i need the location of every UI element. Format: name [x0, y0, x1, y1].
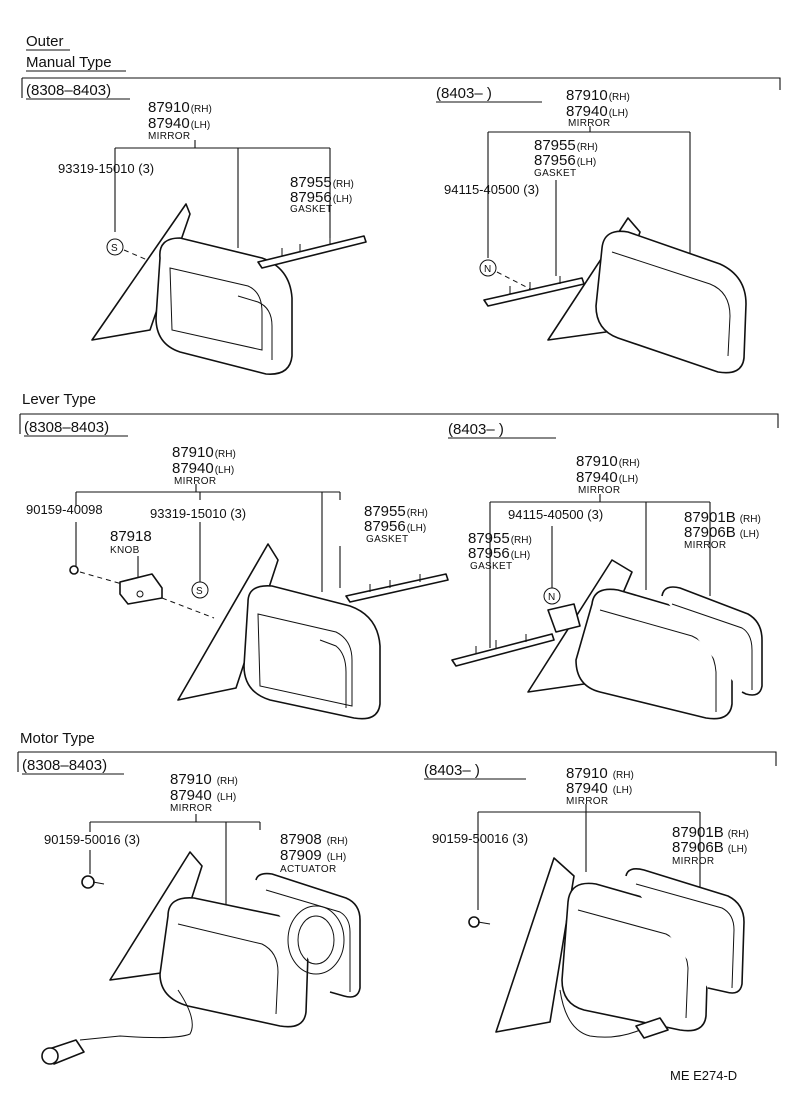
svg-text:MIRROR: MIRROR [568, 118, 610, 129]
range-manual-early: (8308–8403) [26, 82, 111, 99]
svg-text:87918: 87918 [110, 528, 152, 545]
svg-text:87956(LH): 87956(LH) [468, 545, 530, 562]
svg-text:87940(LH): 87940(LH) [566, 780, 632, 797]
callout-mirror2-lever-late: 87901B(RH) 87906B(LH) MIRROR [684, 509, 761, 551]
svg-text:MIRROR: MIRROR [672, 856, 714, 867]
callout-mirror-lever-early: 87910(RH) 87940(LH) MIRROR [172, 444, 236, 487]
screw-icon-lever-early [69, 565, 79, 575]
gasket-lever-late [451, 633, 555, 667]
svg-text:MIRROR: MIRROR [566, 796, 608, 807]
label-screw-94115-manual: 94115-40500 (3) [444, 182, 539, 197]
svg-text:87955(RH): 87955(RH) [534, 137, 598, 154]
knob-part [119, 573, 163, 605]
callout-gasket-manual-early: 87955(RH) 87956(LH) GASKET [290, 174, 354, 215]
svg-text:87940(LH): 87940(LH) [170, 787, 236, 804]
callout-mirror-manual-late: 87910(RH) 87940(LH) MIRROR [566, 87, 630, 129]
label-screw-90159-50016-early: 90159-50016 (3) [44, 832, 140, 847]
svg-text:87955(RH): 87955(RH) [290, 174, 354, 191]
callout-knob: 87918 KNOB [110, 528, 152, 556]
svg-text:87910(RH): 87910(RH) [576, 453, 640, 470]
symbol-n-lever: N [543, 587, 561, 605]
mirror-assembly-manual-early [91, 203, 293, 375]
svg-text:MIRROR: MIRROR [174, 476, 216, 487]
svg-text:GASKET: GASKET [290, 204, 332, 215]
motor-cable-late [559, 989, 669, 1039]
callout-mirror2-motor-late: 87901B(RH) 87906B(LH) MIRROR [672, 824, 749, 867]
mirror-assembly-motor-early [109, 851, 309, 1028]
mirror-assembly-lever-early [177, 543, 381, 720]
svg-text:87901B(RH): 87901B(RH) [672, 824, 749, 841]
callout-gasket-lever-late: 87955(RH) 87956(LH) GASKET [468, 530, 532, 572]
heading-motor-type: Motor Type [20, 730, 95, 747]
symbol-s-lever: S [191, 581, 209, 599]
mirror-glass-lever-late [661, 586, 763, 696]
heading-manual-type: Manual Type [26, 54, 112, 71]
svg-text:87910(RH): 87910(RH) [170, 771, 238, 788]
svg-text:MIRROR: MIRROR [578, 485, 620, 496]
svg-text:87940(LH): 87940(LH) [172, 460, 234, 477]
callout-gasket-lever-early: 87955(RH) 87956(LH) GASKET [364, 503, 428, 545]
svg-text:87909(LH): 87909(LH) [280, 847, 346, 864]
label-screw-94115-lever: 94115-40500 (3) [508, 507, 603, 522]
svg-text:87940(LH): 87940(LH) [148, 115, 210, 132]
svg-text:S: S [196, 586, 203, 597]
motor-cable-early [41, 989, 193, 1065]
svg-text:MIRROR: MIRROR [170, 803, 212, 814]
range-lever-late: (8403– ) [448, 421, 504, 438]
actuator-part [255, 872, 361, 998]
svg-text:87940(LH): 87940(LH) [576, 469, 638, 486]
gasket-manual-early [257, 235, 367, 269]
diagram-code: ME E274-D [670, 1068, 737, 1083]
callout-gasket-manual-late: 87955(RH) 87956(LH) GASKET [534, 137, 598, 179]
range-motor-early: (8308–8403) [22, 757, 107, 774]
heading-lever-type: Lever Type [22, 391, 96, 408]
range-motor-late: (8403– ) [424, 762, 480, 779]
symbol-s-manual: S [106, 238, 124, 256]
screw-icon-motor-late [468, 916, 491, 928]
gasket-lever-early [345, 573, 449, 603]
callout-actuator: 87908(RH) 87909(LH) ACTUATOR [280, 831, 348, 875]
svg-text:87955(RH): 87955(RH) [364, 503, 428, 520]
callout-mirror-manual-early: 87910(RH) 87940(LH) MIRROR [148, 99, 212, 142]
gasket-manual-late [483, 276, 585, 307]
svg-text:87940(LH): 87940(LH) [566, 103, 628, 120]
symbol-n-manual: N [479, 259, 497, 277]
label-screw-93319-manual: 93319-15010 (3) [58, 161, 154, 176]
label-screw-90159-40098: 90159-40098 [26, 502, 103, 517]
svg-text:KNOB: KNOB [110, 545, 140, 556]
callout-mirror-motor-early: 87910(RH) 87940(LH) MIRROR [170, 771, 238, 814]
svg-text:87956(LH): 87956(LH) [534, 152, 596, 169]
svg-text:N: N [484, 264, 491, 275]
svg-text:87910(RH): 87910(RH) [172, 444, 236, 461]
svg-text:87906B(LH): 87906B(LH) [672, 839, 747, 856]
svg-text:N: N [548, 592, 555, 603]
range-lever-early: (8308–8403) [24, 419, 109, 436]
svg-text:87955(RH): 87955(RH) [468, 530, 532, 547]
label-screw-93319-lever: 93319-15010 (3) [150, 506, 246, 521]
svg-text:MIRROR: MIRROR [684, 540, 726, 551]
svg-text:GASKET: GASKET [366, 534, 408, 545]
svg-text:87906B(LH): 87906B(LH) [684, 524, 759, 541]
screw-icon-motor-early [81, 875, 105, 889]
heading-outer: Outer [26, 33, 64, 50]
svg-text:ACTUATOR: ACTUATOR [280, 864, 336, 875]
svg-text:S: S [111, 243, 118, 254]
svg-text:87910(RH): 87910(RH) [566, 765, 634, 782]
range-manual-late: (8403– ) [436, 85, 492, 102]
callout-mirror-motor-late: 87910(RH) 87940(LH) MIRROR [566, 765, 634, 807]
svg-text:87956(LH): 87956(LH) [290, 189, 352, 206]
mirror-glass-motor-late [625, 868, 745, 994]
svg-text:MIRROR: MIRROR [148, 131, 190, 142]
callout-mirror-lever-late: 87910(RH) 87940(LH) MIRROR [576, 453, 640, 496]
svg-text:87910(RH): 87910(RH) [148, 99, 212, 116]
svg-text:87910(RH): 87910(RH) [566, 87, 630, 104]
svg-text:87908(RH): 87908(RH) [280, 831, 348, 848]
svg-text:87956(LH): 87956(LH) [364, 518, 426, 535]
mirror-assembly-manual-late [547, 217, 747, 374]
label-screw-90159-50016-late: 90159-50016 (3) [432, 831, 528, 846]
svg-text:GASKET: GASKET [470, 561, 512, 572]
svg-text:87901B(RH): 87901B(RH) [684, 509, 761, 526]
svg-text:GASKET: GASKET [534, 168, 576, 179]
